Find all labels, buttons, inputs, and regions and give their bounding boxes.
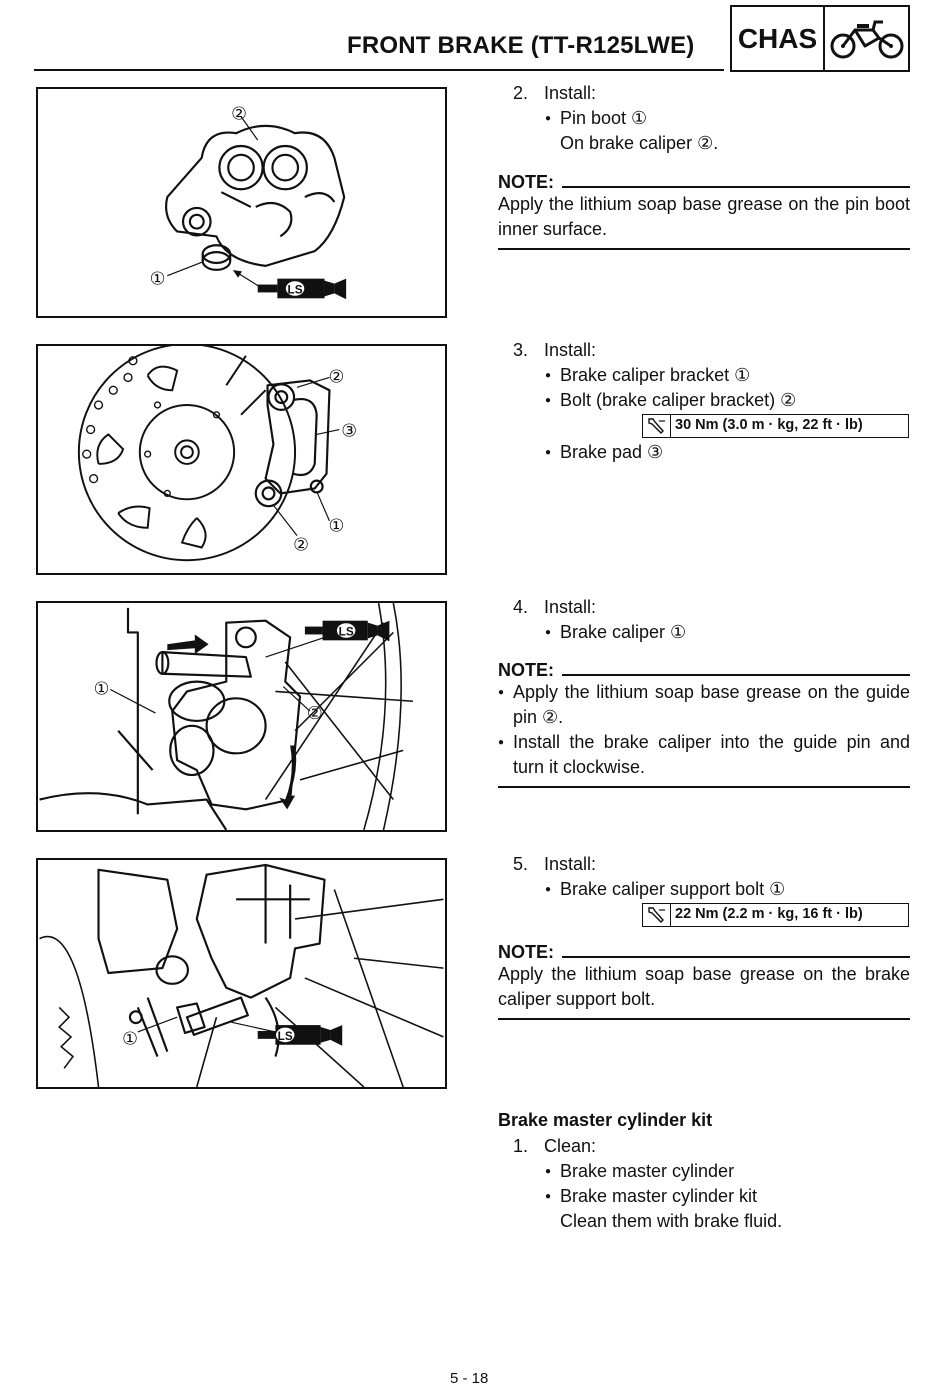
page-number: 5 - 18 — [450, 1370, 489, 1387]
step4-note: NOTE: Apply the lithium soap base grease… — [498, 658, 910, 788]
callout-2: ② — [231, 104, 247, 124]
motorcycle-icon — [825, 7, 908, 70]
mc-item2-sub: Clean them with brake fluid. — [560, 1211, 783, 1231]
torque-wrench-icon — [643, 415, 671, 437]
step3-item2: Bolt (brake caliper bracket) ② — [545, 388, 796, 413]
note-text: Apply the lithium soap base grease on th… — [498, 964, 910, 1009]
page-title: FRONT BRAKE (TT-R125LWE) — [347, 32, 695, 59]
section-heading: Brake master cylinder kit — [498, 1110, 713, 1130]
step3-item3: Brake pad ③ — [545, 440, 663, 465]
torque-value: 22 Nm (2.2 m · kg, 16 ft · lb) — [675, 906, 863, 922]
callout-3: ③ — [341, 421, 357, 441]
mc-step1-action: Clean: — [544, 1136, 597, 1156]
callout-1: ① — [122, 1030, 138, 1050]
callout-1: ① — [94, 679, 110, 699]
note-text: Apply the lithium soap base grease on th… — [498, 194, 910, 239]
callout-2: ② — [307, 704, 323, 724]
lubricant-label: LS — [339, 625, 354, 638]
step4-item1: Brake caliper ① — [545, 620, 686, 645]
mc-item2: Brake master cylinder kit — [545, 1184, 757, 1209]
callout-1: ① — [150, 270, 166, 290]
note-label: NOTE: — [498, 660, 554, 680]
step5-item1: Brake caliper support bolt ① — [545, 877, 785, 902]
step2-action: Install: — [544, 83, 597, 103]
note-label: NOTE: — [498, 942, 554, 962]
mc-step1-number: 1. — [513, 1136, 529, 1156]
figure-pin-boot: LS ② ① — [36, 87, 447, 318]
step3-number: 3. — [513, 340, 529, 360]
step4-action: Install: — [544, 597, 597, 617]
lubricant-ls-icon: LS — [257, 1025, 343, 1046]
header-rule — [34, 69, 724, 71]
torque-wrench-icon — [643, 904, 671, 926]
mc-item1: Brake master cylinder — [545, 1159, 734, 1184]
step3-action: Install: — [544, 340, 597, 360]
note-item-2: Install the brake caliper into the guide… — [498, 730, 910, 780]
step2-item1: Pin boot ① — [545, 106, 647, 131]
torque-spec-30nm: 30 Nm (3.0 m · kg, 22 ft · lb) — [642, 414, 909, 438]
step3-item1: Brake caliper bracket ① — [545, 363, 750, 388]
step2-note: NOTE: Apply the lithium soap base grease… — [498, 170, 910, 250]
note-item-1: Apply the lithium soap base grease on th… — [498, 680, 910, 730]
figure-caliper-bracket: ② ③ ① ② — [36, 344, 447, 575]
torque-value: 30 Nm (3.0 m · kg, 22 ft · lb) — [675, 417, 863, 433]
section-tab: CHAS — [730, 5, 910, 72]
callout-2: ② — [328, 367, 344, 387]
callout-1: ① — [328, 517, 344, 537]
torque-spec-22nm: 22 Nm (2.2 m · kg, 16 ft · lb) — [642, 903, 909, 927]
step4-number: 4. — [513, 597, 529, 617]
lubricant-label: LS — [278, 1030, 293, 1043]
section-label: CHAS — [732, 7, 825, 70]
lubricant-ls-icon: LS — [257, 278, 347, 300]
lubricant-label: LS — [288, 283, 303, 296]
step5-note: NOTE: Apply the lithium soap base grease… — [498, 940, 910, 1020]
step5-number: 5. — [513, 854, 529, 874]
figure-brake-caliper: LS ① ② — [36, 601, 447, 832]
callout-2b: ② — [293, 535, 309, 555]
note-label: NOTE: — [498, 172, 554, 192]
step2-item1-sub: On brake caliper ②. — [560, 133, 719, 153]
figure-support-bolt: LS ① — [36, 858, 447, 1089]
step2-number: 2. — [513, 83, 529, 103]
step5-action: Install: — [544, 854, 597, 874]
lubricant-ls-icon: LS — [304, 620, 390, 642]
